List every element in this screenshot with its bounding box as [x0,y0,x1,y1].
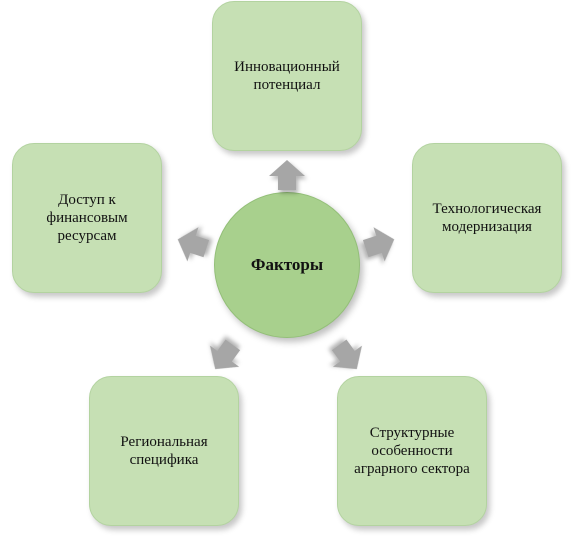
factor-box-innovation: Инновационный потенциал [212,1,362,151]
factor-box-financial-access: Доступ к финансовым ресурсам [12,143,162,293]
factor-box-regional-specifics: Региональная специфика [89,376,239,526]
arrow-right-icon [358,220,403,269]
factor-box-structural-features: Структурные особенности аграрного сектор… [337,376,487,526]
arrow-left-icon [170,220,215,269]
center-circle: Факторы [214,192,360,338]
factor-label-innovation: Инновационный потенциал [234,59,340,93]
arrow-up-icon [267,158,307,192]
factor-label-regional-specifics: Региональная специфика [120,434,208,468]
arrow-down-left-icon [198,331,250,382]
factor-label-structural-features: Структурные особенности аграрного сектор… [354,425,470,477]
factor-box-tech-modernization: Технологическая модернизация [412,143,562,293]
center-label: Факторы [250,255,324,274]
factor-label-financial-access: Доступ к финансовым ресурсам [46,192,128,244]
factor-label-tech-modernization: Технологическая модернизация [432,201,542,235]
arrow-down-right-icon [322,331,374,382]
